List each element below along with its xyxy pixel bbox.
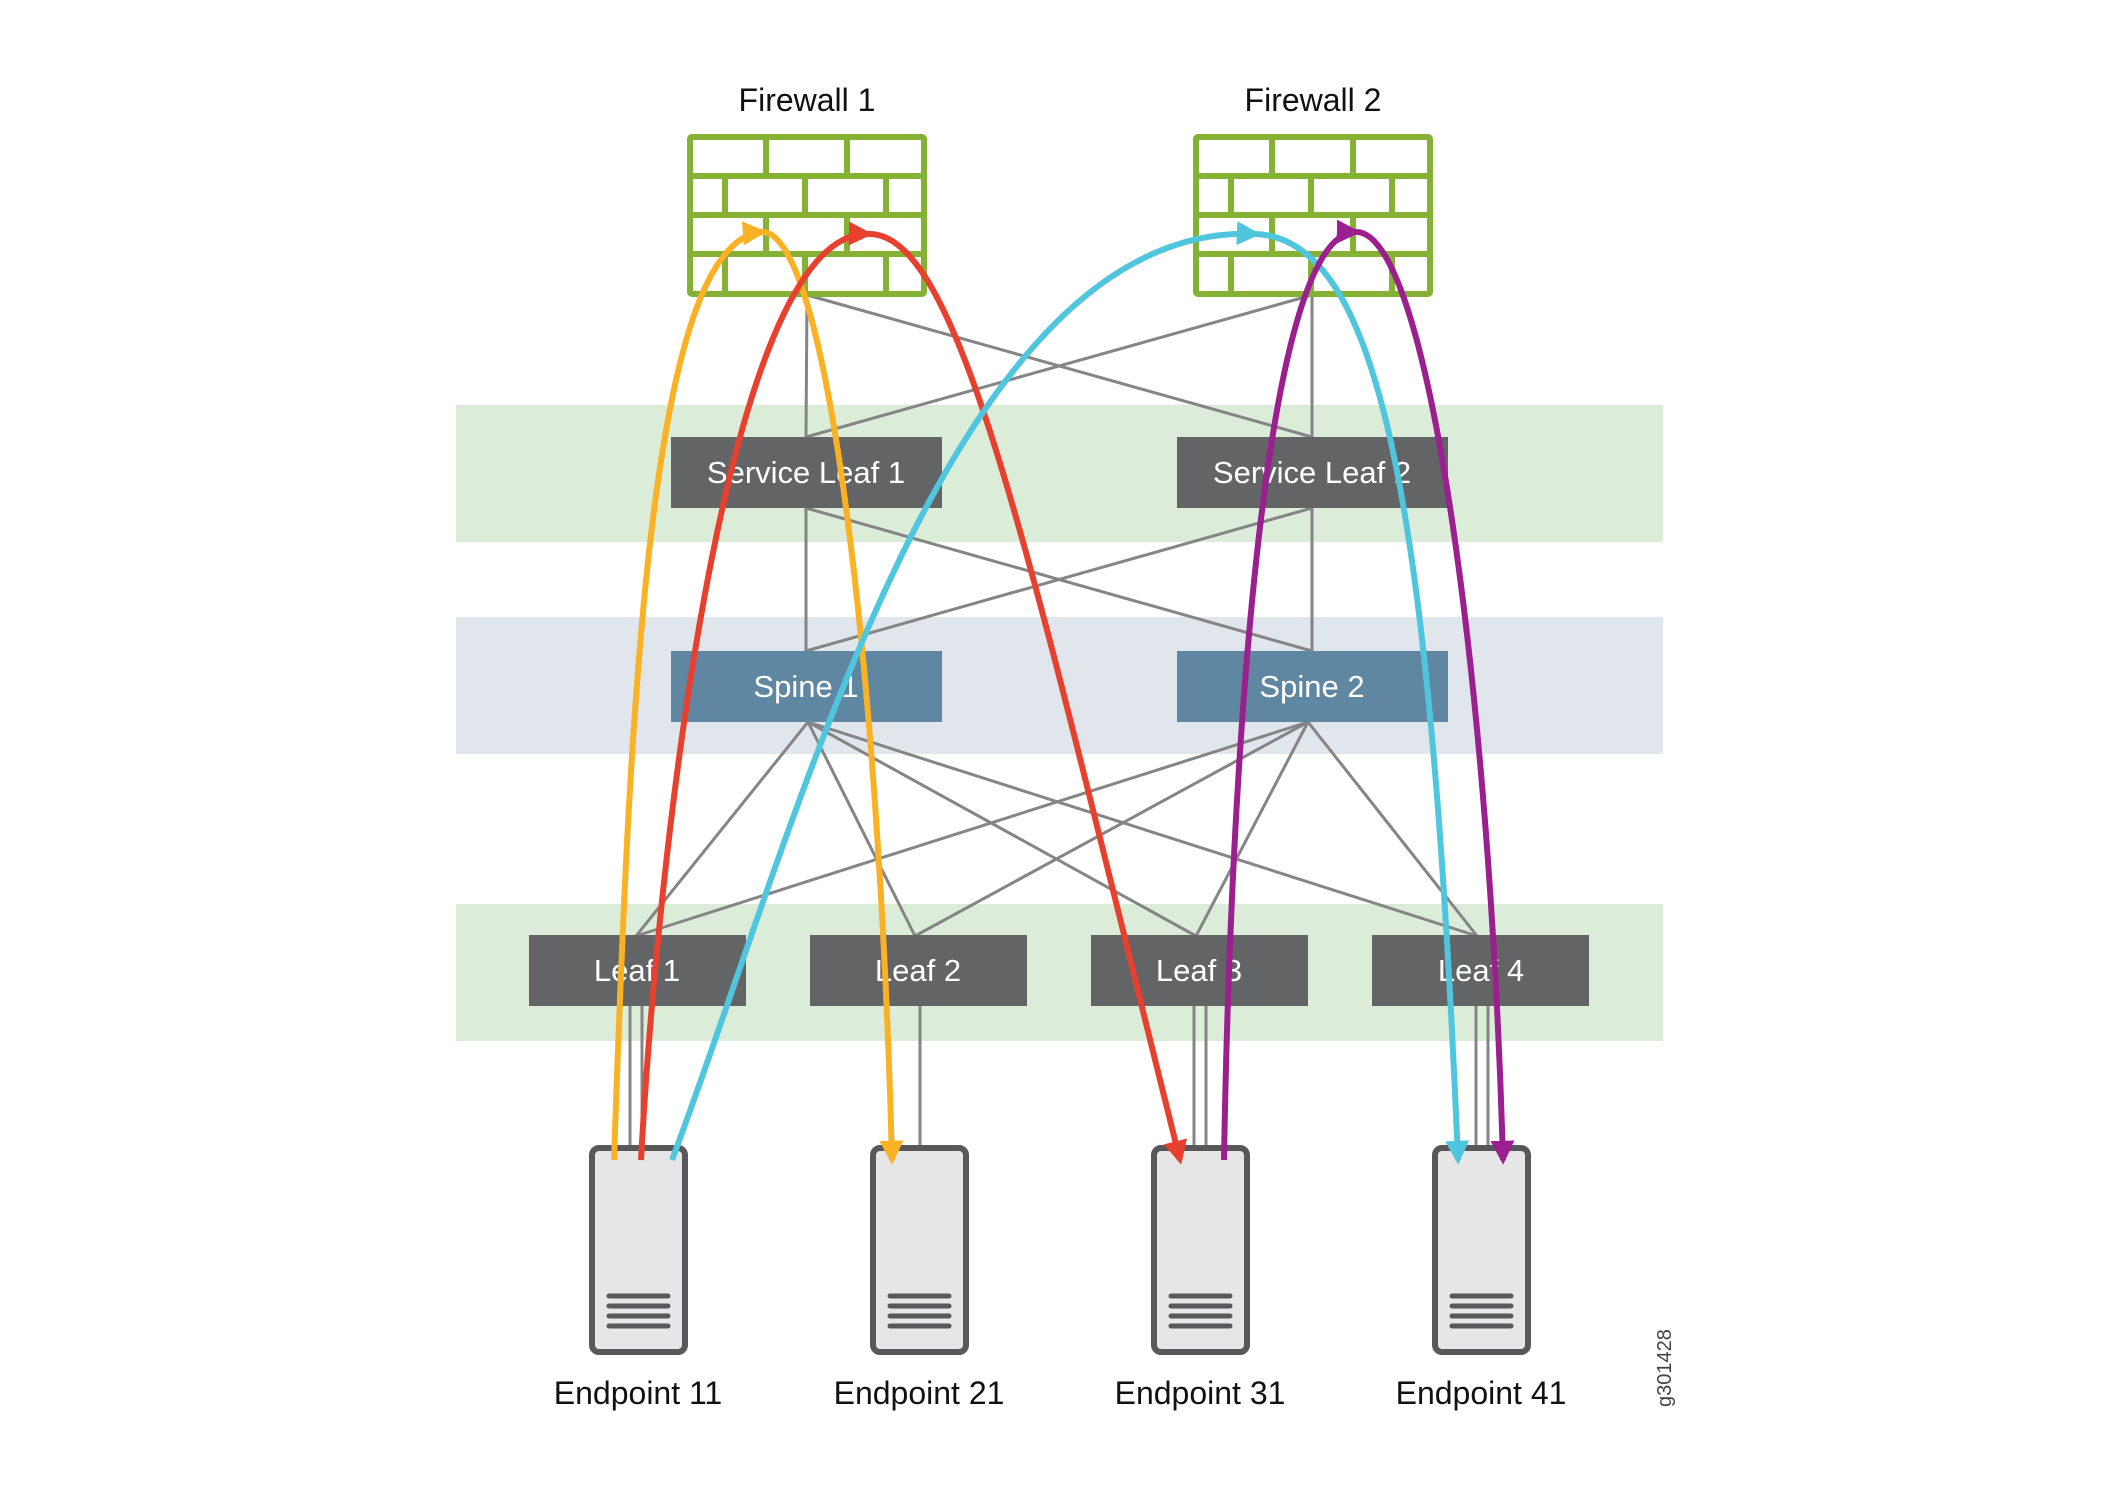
- leaf-2[interactable]: [810, 935, 1027, 1006]
- link-sp2-l1: [635, 720, 1309, 938]
- service-leaf-band: [456, 405, 1663, 542]
- orange-flow-to-endpoint-11: [611, 221, 767, 1161]
- leaf-4[interactable]: [1372, 935, 1589, 1006]
- firewall-icon: [687, 134, 927, 297]
- endpoint-21-label: Endpoint 21: [834, 1375, 1005, 1411]
- leaf-1[interactable]: [529, 935, 746, 1006]
- server-icon: [1151, 1145, 1250, 1355]
- spine-2-label: Spine 2: [1259, 669, 1364, 704]
- endpoint-41-label: Endpoint 41: [1396, 1375, 1567, 1411]
- leaf-1-label: Leaf 1: [594, 953, 680, 988]
- server-icon: [1432, 1145, 1531, 1355]
- endpoint-21[interactable]: [870, 1145, 969, 1355]
- server-icon: [870, 1145, 969, 1355]
- link-sp2-l3: [1194, 721, 1310, 937]
- spine-1[interactable]: [671, 651, 942, 722]
- leaf-2-label: Leaf 2: [875, 953, 961, 988]
- service-leaf-1[interactable]: [671, 437, 942, 508]
- link-fw2-sl1: [805, 293, 1313, 439]
- link-sp2-l4: [1306, 721, 1479, 937]
- endpoint-11-label: Endpoint 11: [554, 1375, 722, 1411]
- figure-id: g301428: [1654, 1329, 1676, 1407]
- red-flow-to-endpoint-31: [867, 230, 1187, 1165]
- link-sl2-sp1: [805, 506, 1313, 653]
- spine-2[interactable]: [1177, 651, 1448, 722]
- service-leaf-2-label: Service Leaf 2: [1213, 455, 1411, 490]
- orange-flow-to-endpoint-21: [761, 228, 904, 1165]
- cyan-flow-to-endpoint-11: [669, 221, 1261, 1162]
- purple-flow-to-endpoint-41: [1355, 228, 1515, 1165]
- endpoint-11[interactable]: [589, 1145, 688, 1355]
- cyan-flow-to-endpoint-41: [1255, 231, 1470, 1165]
- link-fw1-sl1: [804, 294, 809, 438]
- endpoint-41[interactable]: [1432, 1145, 1531, 1355]
- endpoint-31-label: Endpoint 31: [1115, 1375, 1286, 1411]
- link-sp2-l2: [914, 720, 1309, 938]
- firewall-2: [1193, 134, 1433, 297]
- endpoint-31[interactable]: [1151, 1145, 1250, 1355]
- links: [628, 293, 1490, 1148]
- link-sp1-l4: [807, 720, 1478, 938]
- firewall-2-label: Firewall 2: [1245, 82, 1382, 118]
- link-sp1-l2: [806, 721, 917, 937]
- firewall-1: [687, 134, 927, 297]
- server-icon: [589, 1145, 688, 1355]
- purple-flow-to-endpoint-31: [1221, 219, 1361, 1161]
- firewall-1-label: Firewall 1: [739, 82, 876, 118]
- red-flow-to-endpoint-11: [638, 221, 873, 1161]
- firewall-icon: [1193, 134, 1433, 297]
- service-leaf-1-label: Service Leaf 1: [707, 455, 905, 490]
